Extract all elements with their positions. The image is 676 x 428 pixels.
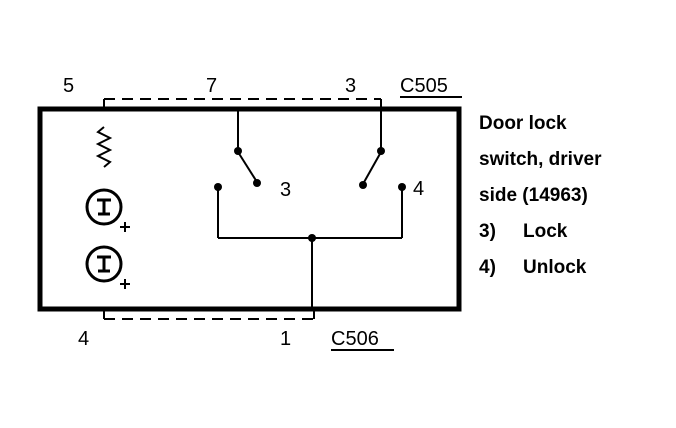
contact-dots: [214, 147, 406, 242]
switch-wiring: [217, 109, 403, 309]
description-line-2: switch, driver: [479, 149, 602, 170]
connector-top-id: C505: [400, 75, 448, 97]
contact-label-lock: 3: [280, 179, 291, 201]
description-line-1: Door lock: [479, 113, 567, 134]
position-lock-number: 3): [479, 221, 496, 242]
position-unlock-label: Unlock: [523, 257, 587, 278]
connector-bottom-outline: [103, 309, 315, 320]
lamp-icon: [85, 188, 130, 232]
description-line-3: side (14963): [479, 185, 588, 206]
connector-top-outline: [103, 98, 382, 109]
connector-top-pin-7: 7: [206, 75, 217, 97]
connector-bottom-id: C506: [331, 328, 379, 350]
position-lock-label: Lock: [523, 221, 568, 242]
connector-top-pin-3: 3: [345, 75, 356, 97]
connector-bottom-pin-4: 4: [78, 328, 89, 350]
lamp-icon: [85, 245, 130, 289]
resistor-icon: [95, 126, 113, 168]
connector-top-pin-5: 5: [63, 75, 74, 97]
connector-bottom-pin-1: 1: [280, 328, 291, 350]
contact-label-unlock: 4: [413, 178, 424, 200]
switch-housing: [37, 106, 462, 312]
position-unlock-number: 4): [479, 257, 496, 278]
